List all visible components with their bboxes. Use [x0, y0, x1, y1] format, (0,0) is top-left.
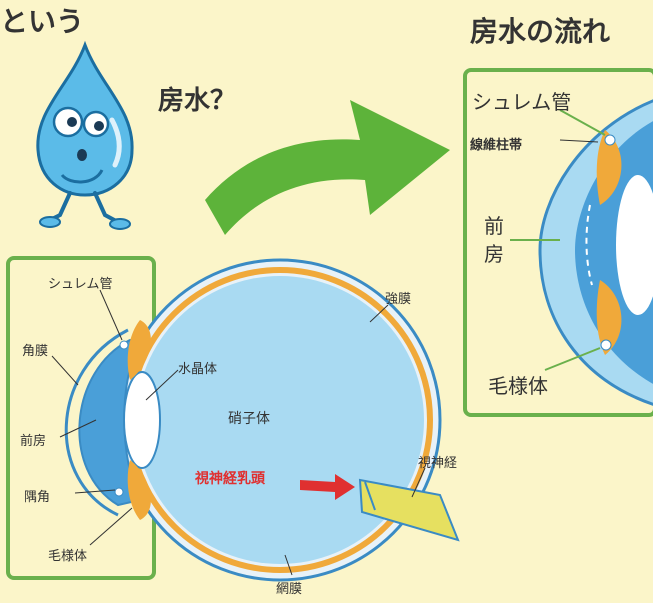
label-angle: 隅角 [24, 490, 51, 505]
label-cornea: 角膜 [22, 344, 49, 359]
flow-label-anterior-2: 房 [484, 242, 504, 266]
flow-detail [463, 68, 653, 417]
header-title-left: という [0, 5, 85, 38]
flow-label-schlemm: シュレム管 [472, 90, 572, 114]
label-anterior-chamber: 前房 [20, 434, 47, 449]
mascot-question: 房水？ [158, 86, 237, 116]
optic-disc-arrow-icon [300, 474, 355, 500]
label-schlemm-canal: シュレム管 [48, 277, 113, 292]
label-retina: 網膜 [276, 582, 303, 597]
eyeball-cross-section [64, 258, 460, 582]
header-title-right: 房水の流れ [470, 15, 611, 48]
label-sclera: 強膜 [385, 292, 412, 307]
flow-label-zonule: 線維柱帯 [470, 138, 523, 153]
leader-lines [51, 289, 426, 576]
flow-label-anterior-1: 前 [484, 214, 504, 238]
label-optic-nerve: 視神経 [418, 456, 458, 471]
label-optic-disc: 視神経乳頭 [195, 471, 265, 487]
flow-label-ciliary-body: 毛様体 [488, 374, 548, 398]
water-drop-character-icon [36, 40, 134, 230]
label-vitreous: 硝子体 [228, 411, 270, 427]
label-ciliary-body: 毛様体 [48, 549, 88, 564]
flow-arrow-icon [205, 100, 450, 235]
label-lens: 水晶体 [178, 362, 218, 377]
